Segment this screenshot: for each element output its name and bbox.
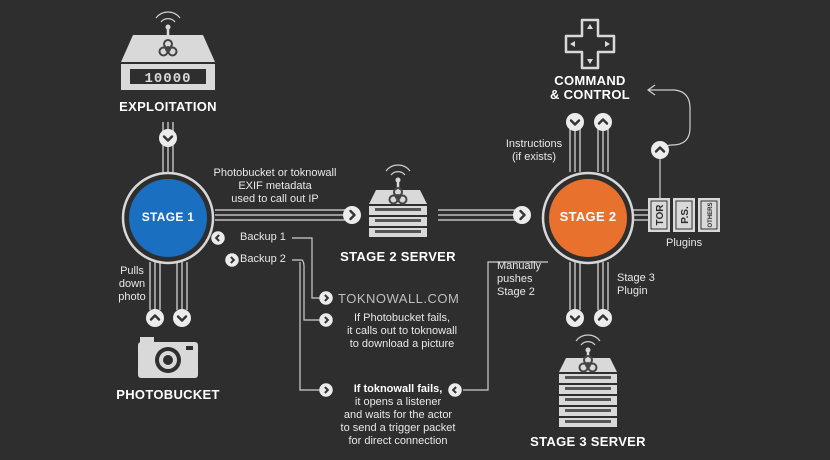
stage3-server-label: STAGE 3 SERVER [530,434,646,449]
toknowall-fail-line3: and waits for the actor [343,409,453,421]
arrow-to-command [646,84,656,96]
chevron-right-icon [319,313,333,327]
chevron-down-icon [157,127,179,149]
pulls-note-line1: Pulls [120,265,144,277]
wire-stage2-command [569,128,609,172]
instructions-line1: Instructions [505,138,563,150]
stage3-plugin-line1: Stage 3 [617,272,655,284]
chevron-up-icon [592,307,614,329]
photobucket-fail-line3: to download a picture [349,338,455,350]
exif-note-line2: EXIF metadata [238,180,312,192]
exploitation-label: EXPLOITATION [119,99,217,114]
wire-backup1 [292,237,322,299]
stage1-label: STAGE 1 [141,210,195,224]
exif-note-line1: Photobucket or toknowall [213,167,337,179]
wire-stage2-stage3 [569,262,609,310]
chevron-right-icon [319,383,333,397]
command-label-line1: COMMAND [554,73,626,88]
toknowall-label: TOKNOWALL.COM [338,291,460,306]
chevron-right-icon [319,291,333,305]
wire-backup-listener [299,262,322,391]
stage1-node [121,171,215,265]
instructions-note: Instructions (if exists) [497,138,571,164]
chevron-up-icon [649,139,671,161]
instructions-line2: (if exists) [512,151,556,163]
toknowall-fail-line2: it opens a listener [354,396,442,408]
pulls-note: Pulls down photo [112,265,152,304]
chevron-up-icon [144,307,166,329]
plugins-icon [648,198,720,232]
plugin-others-label: OTHERS [708,202,714,227]
photobucket-fail-line2: it calls out to toknowall [346,325,458,337]
chevron-right-icon [225,253,239,267]
manual-line2: pushes [497,273,533,285]
pulls-note-line3: photo [118,291,146,303]
server-icon-stage2 [369,164,427,237]
manual-line1: Manually [497,260,542,272]
plugin-tor-label: TOR [655,204,666,226]
backup2-label: Backup 2 [240,253,286,265]
wire-stage1-photobucket [149,262,188,310]
photobucket-fail-note: If Photobucket fails, it calls out to to… [326,312,478,351]
chevron-down-icon [564,111,586,133]
server-icon-stage3 [559,334,617,427]
plugins-label: Plugins [666,237,703,249]
dpad-icon [564,18,616,70]
stage2-server-label: STAGE 2 SERVER [340,249,456,264]
exif-note: Photobucket or toknowall EXIF metadata u… [200,167,350,206]
chevron-right-icon [341,204,363,226]
stage3-plugin-line2: Plugin [617,285,648,297]
exif-note-line3: used to call out IP [231,193,319,205]
wire-manual-push [463,261,548,391]
toknowall-fail-note: If toknowall fails, it opens a listener … [334,383,462,448]
wire-stage2server-stage2 [438,209,518,221]
pulls-note-line2: down [118,278,146,290]
wire-stage1-stage2server [215,209,345,221]
manual-line3: Stage 2 [497,286,535,298]
command-label-line2: & CONTROL [550,87,630,102]
chevron-left-icon [448,383,462,397]
chevron-up-icon [592,111,614,133]
chevron-down-icon [171,307,193,329]
toknowall-fail-line5: for direct connection [348,435,448,447]
photobucket-label: PHOTOBUCKET [116,387,220,402]
command-control-label: COMMAND & CONTROL [540,74,640,102]
photobucket-fail-line1: If Photobucket fails, [354,312,450,324]
stage3-plugin-note: Stage 3 Plugin [617,272,655,298]
chevron-down-icon [564,307,586,329]
wire-backup2 [292,259,322,321]
stage2-label: STAGE 2 [559,209,617,224]
camera-icon [138,337,198,378]
chevron-left-icon [211,231,225,245]
toknowall-fail-line1: If toknowall fails, [353,383,443,395]
toknowall-fail-line4: to send a trigger packet [340,422,456,434]
plugin-ps-label: P.S. [680,206,691,224]
manual-push-note: Manually pushes Stage 2 [497,260,541,299]
stage2-node [541,171,635,265]
router-counter: 10000 [144,71,191,87]
router-icon [121,11,215,90]
chevron-right-icon [511,204,533,226]
backup1-label: Backup 1 [240,231,286,243]
